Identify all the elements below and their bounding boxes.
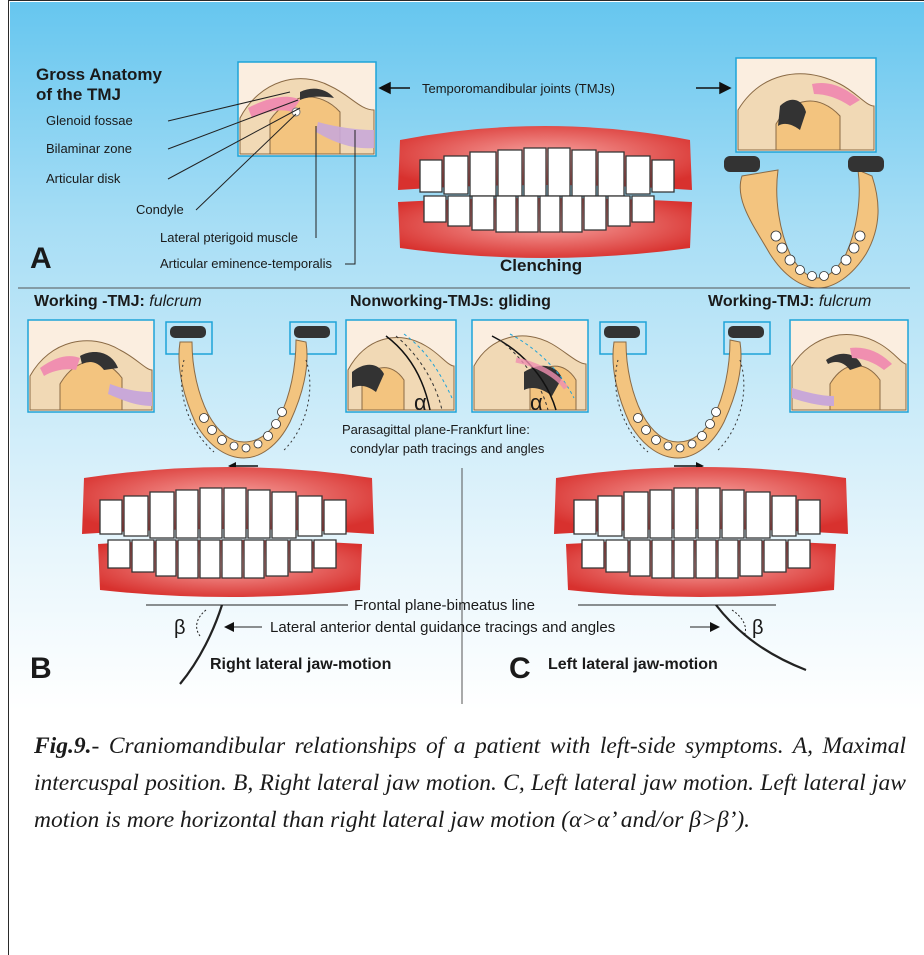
mandible-left-lateral: [600, 322, 770, 470]
label-articular-disk: Articular disk: [46, 171, 121, 186]
tmj-label: Temporomandibular joints (TMJs): [422, 81, 615, 96]
clenching-teeth-illustration: [398, 126, 692, 258]
label-lateral-pterigoid-muscle: Lateral pterigoid muscle: [160, 230, 298, 245]
anatomy-title-line2: of the TMJ: [36, 85, 121, 104]
panel-letter-a: A: [30, 242, 52, 275]
label-condyle: Condyle: [136, 202, 184, 217]
guidance-arrow-right: [710, 622, 720, 632]
nonworking-tmj-label: Nonworking-TMJs: gliding: [350, 293, 551, 310]
working-tmj-left-label: Working -TMJ: fulcrum: [34, 293, 202, 310]
caption-fig-label: Fig.9.: [34, 733, 91, 759]
mandible-right-lateral: [179, 340, 310, 470]
panel-letter-c: C: [509, 652, 531, 685]
beta-right: β: [752, 617, 764, 639]
figure-caption: Fig.9.- Craniomandibular relationships o…: [34, 728, 906, 839]
anatomy-title-line1: Gross Anatomy: [36, 65, 163, 84]
guidance-label: Lateral anterior dental guidance tracing…: [270, 619, 615, 636]
alpha-left: α: [414, 390, 427, 415]
frontal-plane-label: Frontal plane-bimeatus line: [354, 597, 535, 614]
tmj-inset-right-top: [736, 58, 876, 152]
panel-letter-b: B: [30, 652, 52, 685]
parasagittal-line1: Parasagittal plane-Frankfurt line:: [342, 422, 530, 437]
tmj-inset-c-right: [790, 320, 908, 412]
mandible-top-view-a: [724, 156, 884, 288]
nonworking-inset-left: [346, 320, 456, 412]
tmj-inset-b-left: [28, 320, 154, 412]
label-articular-eminence: Articular eminence-temporalis: [160, 256, 332, 271]
left-motion-label: Left lateral jaw-motion: [548, 656, 718, 673]
label-bilaminar-zone: Bilaminar zone: [46, 141, 132, 156]
right-lateral-teeth-illustration: [82, 467, 374, 597]
working-tmj-right-label: Working-TMJ: fulcrum: [708, 293, 871, 310]
label-glenoid-fossae: Glenoid fossae: [46, 113, 133, 128]
alpha-right: α: [530, 390, 543, 415]
right-motion-label: Right lateral jaw-motion: [210, 656, 391, 673]
parasagittal-line2: condylar path tracings and angles: [350, 441, 545, 456]
caption-text: - Craniomandibular relationships of a pa…: [34, 733, 906, 833]
guidance-arrow-left: [224, 622, 234, 632]
beta-left: β: [174, 617, 186, 639]
clenching-label: Clenching: [500, 256, 582, 275]
left-lateral-teeth-illustration: [554, 467, 848, 597]
